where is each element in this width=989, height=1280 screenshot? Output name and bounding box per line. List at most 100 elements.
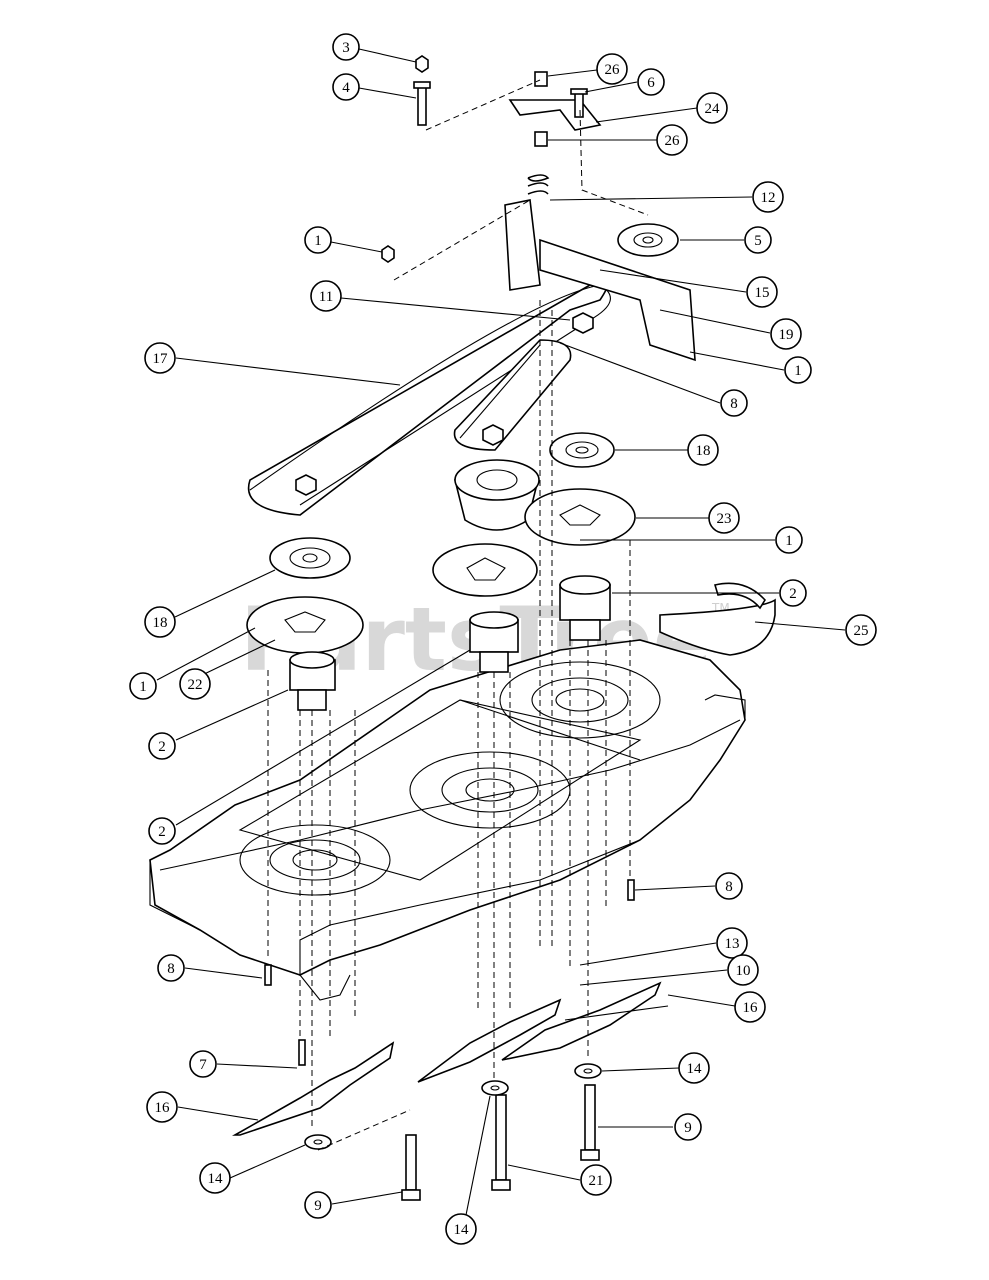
- svg-text:1: 1: [139, 679, 147, 695]
- callout-12[interactable]: 12: [752, 181, 784, 213]
- svg-text:2: 2: [789, 586, 797, 602]
- top-hardware: [381, 55, 588, 263]
- callout-1[interactable]: 1: [304, 226, 332, 254]
- svg-text:23: 23: [717, 511, 732, 527]
- callout-22[interactable]: 22: [179, 668, 211, 700]
- callout-8[interactable]: 8: [720, 389, 748, 417]
- spindle-center: [469, 611, 519, 673]
- callout-26[interactable]: 26: [596, 53, 628, 85]
- callout-2[interactable]: 2: [148, 732, 176, 760]
- svg-text:24: 24: [705, 101, 721, 117]
- plate-23: [524, 488, 636, 546]
- svg-text:18: 18: [153, 615, 168, 631]
- callout-15[interactable]: 15: [746, 276, 778, 308]
- svg-text:21: 21: [589, 1173, 604, 1189]
- callout-2[interactable]: 2: [148, 817, 176, 845]
- callout-18[interactable]: 18: [687, 434, 719, 466]
- callout-19[interactable]: 19: [770, 318, 802, 350]
- blade-right: [501, 981, 662, 1061]
- pulley-18-right: [549, 432, 615, 468]
- pulley-center: [453, 459, 540, 531]
- svg-text:14: 14: [208, 1171, 224, 1187]
- callout-21[interactable]: 21: [580, 1164, 612, 1196]
- svg-text:26: 26: [605, 62, 621, 78]
- drive-belt-8: [453, 339, 572, 451]
- svg-text:1: 1: [314, 233, 322, 249]
- svg-text:2: 2: [158, 739, 166, 755]
- svg-text:25: 25: [854, 623, 869, 639]
- pulley-18-left: [269, 537, 351, 579]
- svg-text:18: 18: [696, 443, 711, 459]
- callout-14[interactable]: 14: [199, 1162, 231, 1194]
- svg-text:16: 16: [155, 1100, 171, 1116]
- spindle-right: [559, 575, 611, 641]
- svg-text:14: 14: [454, 1222, 470, 1238]
- callout-26[interactable]: 26: [656, 124, 688, 156]
- svg-text:7: 7: [199, 1057, 207, 1073]
- nuts: [295, 312, 594, 496]
- callout-leaders: [156, 48, 846, 1221]
- callout-bubbles: 3 26 6 4 24 26 12 5 1 15 11 19 1 17 8 18…: [129, 33, 877, 1245]
- callout-8[interactable]: 8: [157, 954, 185, 982]
- assembly-lines: [267, 79, 649, 1151]
- callout-18[interactable]: 18: [144, 606, 176, 638]
- callout-14[interactable]: 14: [445, 1213, 477, 1245]
- spindle-left: [289, 651, 336, 711]
- svg-text:15: 15: [755, 285, 770, 301]
- svg-text:10: 10: [736, 963, 751, 979]
- callout-9[interactable]: 9: [304, 1191, 332, 1219]
- idler-bracket: [504, 71, 696, 362]
- svg-text:12: 12: [761, 190, 776, 206]
- blade-center: [417, 998, 562, 1083]
- callout-4[interactable]: 4: [332, 73, 360, 101]
- callout-16[interactable]: 16: [734, 991, 766, 1023]
- callout-9[interactable]: 9: [674, 1113, 702, 1141]
- callout-1[interactable]: 1: [129, 672, 157, 700]
- plate-center: [432, 543, 538, 597]
- callout-8[interactable]: 8: [715, 872, 743, 900]
- baffle-25: [659, 582, 776, 656]
- callout-5[interactable]: 5: [744, 226, 772, 254]
- washers: [304, 1063, 602, 1150]
- svg-text:5: 5: [754, 233, 762, 249]
- svg-text:11: 11: [319, 289, 333, 305]
- svg-text:13: 13: [725, 936, 740, 952]
- callout-1[interactable]: 1: [784, 356, 812, 384]
- svg-text:2: 2: [158, 824, 166, 840]
- callout-23[interactable]: 23: [708, 502, 740, 534]
- callout-13[interactable]: 13: [716, 927, 748, 959]
- svg-text:22: 22: [188, 677, 203, 693]
- svg-text:1: 1: [794, 363, 802, 379]
- svg-text:9: 9: [314, 1198, 322, 1214]
- svg-text:17: 17: [153, 351, 169, 367]
- callout-11[interactable]: 11: [310, 280, 342, 312]
- callout-7[interactable]: 7: [189, 1050, 217, 1078]
- blade-left: [231, 1041, 395, 1136]
- svg-text:19: 19: [779, 327, 794, 343]
- svg-text:8: 8: [730, 396, 738, 412]
- callout-24[interactable]: 24: [696, 92, 728, 124]
- callout-25[interactable]: 25: [845, 614, 877, 646]
- svg-text:16: 16: [743, 1000, 759, 1016]
- callout-17[interactable]: 17: [144, 342, 176, 374]
- mower-deck-housing: [149, 639, 746, 1001]
- svg-text:1: 1: [785, 533, 793, 549]
- idler-pulley-5: [617, 223, 679, 257]
- svg-text:6: 6: [647, 75, 655, 91]
- svg-text:3: 3: [342, 40, 350, 56]
- svg-text:4: 4: [342, 80, 350, 96]
- svg-text:26: 26: [665, 133, 681, 149]
- callout-1[interactable]: 1: [775, 526, 803, 554]
- callout-16[interactable]: 16: [146, 1091, 178, 1123]
- callout-3[interactable]: 3: [332, 33, 360, 61]
- callout-14[interactable]: 14: [678, 1052, 710, 1084]
- callout-6[interactable]: 6: [637, 68, 665, 96]
- svg-text:9: 9: [684, 1120, 692, 1136]
- svg-text:14: 14: [687, 1061, 703, 1077]
- svg-text:8: 8: [167, 961, 175, 977]
- callout-2[interactable]: 2: [779, 579, 807, 607]
- svg-text:8: 8: [725, 879, 733, 895]
- callout-10[interactable]: 10: [727, 954, 759, 986]
